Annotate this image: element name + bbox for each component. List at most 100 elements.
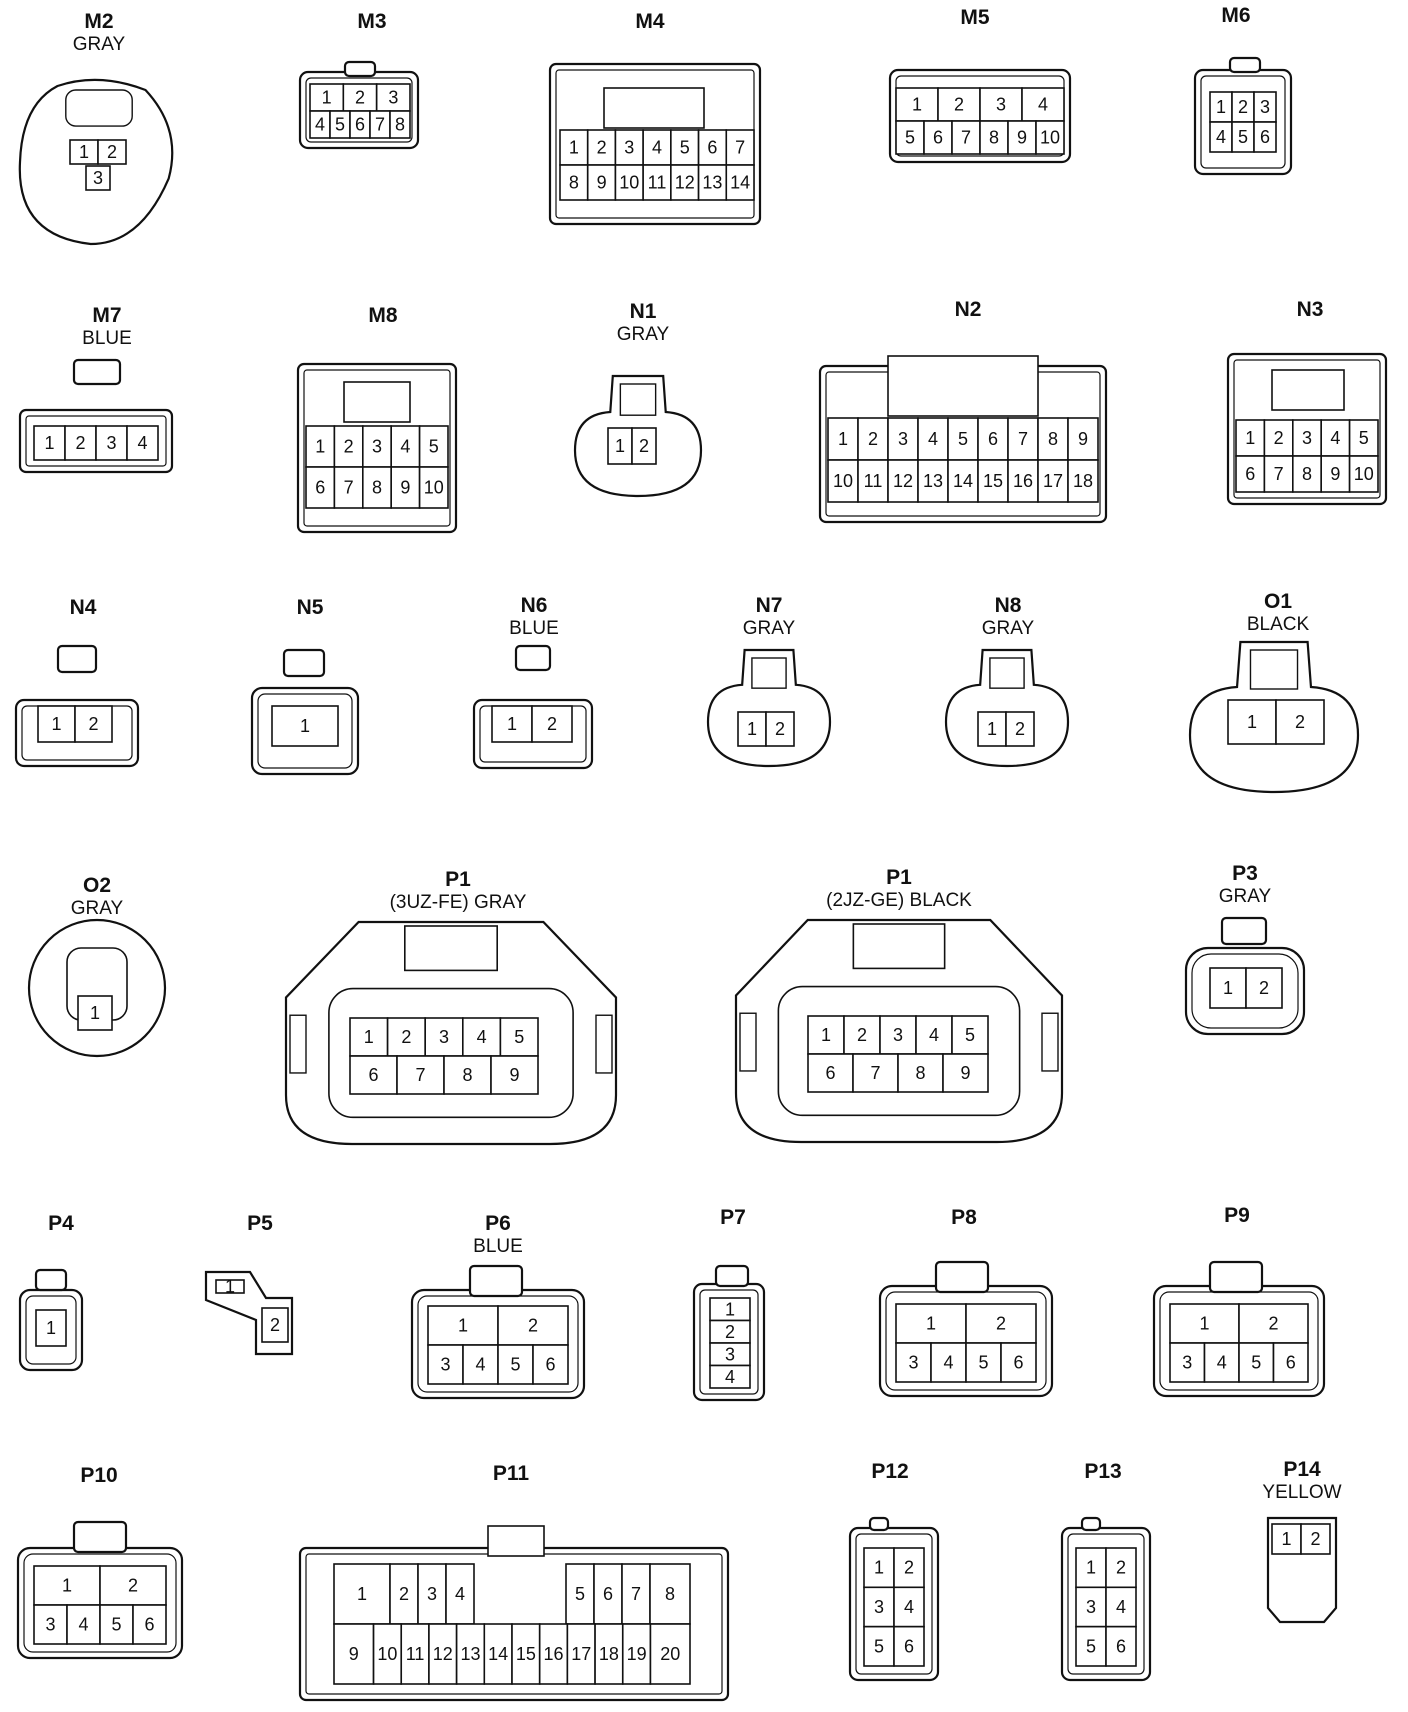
pin-cell xyxy=(1320,455,1351,493)
pin-cell xyxy=(566,1623,596,1685)
connector-name: N6 xyxy=(521,594,548,617)
pin-cell xyxy=(1292,455,1323,493)
pin-number: 1 xyxy=(1199,1314,1209,1334)
pin-number: 2 xyxy=(128,1576,138,1596)
connector-name: P6 xyxy=(485,1212,511,1235)
pin-number: 16 xyxy=(1013,471,1033,491)
p12-latch-tab xyxy=(868,1516,890,1532)
pin-number: 5 xyxy=(978,1353,988,1373)
pin-number: 12 xyxy=(675,173,695,193)
connector-name: P14 xyxy=(1283,1458,1321,1481)
pin-cell xyxy=(1275,699,1325,745)
pin-cell xyxy=(64,425,97,461)
pin-number: 11 xyxy=(406,1644,425,1664)
pin-number: 15 xyxy=(983,471,1003,491)
n3-latch xyxy=(1271,369,1345,411)
pin-cell xyxy=(333,466,364,509)
pin-number: 12 xyxy=(433,1644,453,1664)
pin-cell xyxy=(305,466,336,509)
pin-number: 1 xyxy=(838,429,848,449)
pin-cell xyxy=(765,711,795,747)
connector-name: N3 xyxy=(1297,298,1324,321)
p4-latch-tab xyxy=(34,1268,68,1292)
pin-number: 5 xyxy=(335,115,345,135)
pin-number: 1 xyxy=(725,1299,735,1319)
pin-number: 2 xyxy=(868,429,878,449)
pin-cell xyxy=(697,164,728,201)
pin-cell xyxy=(74,705,113,743)
pin-number: 10 xyxy=(424,478,444,498)
pin-cell xyxy=(1253,121,1277,153)
pin-number: 2 xyxy=(547,714,557,734)
pin-number: 9 xyxy=(509,1065,519,1085)
pin-number: 1 xyxy=(569,138,579,158)
pin-number: 3 xyxy=(1302,428,1312,448)
pin-number: 4 xyxy=(455,1584,465,1604)
pin-number: 5 xyxy=(1359,428,1369,448)
n4-latch-tab xyxy=(56,644,98,674)
connector-color: GRAY xyxy=(743,618,796,639)
pin-cell xyxy=(807,1015,845,1055)
pin-number: 5 xyxy=(1086,1636,1096,1656)
pin-cell xyxy=(937,87,981,122)
pin-number: 5 xyxy=(965,1025,975,1045)
p1b-side-lock-right xyxy=(1041,1012,1059,1072)
pin-number: 2 xyxy=(904,1558,914,1578)
connector-name: N8 xyxy=(995,594,1022,617)
pin-number: 8 xyxy=(372,478,382,498)
pin-number: 4 xyxy=(137,433,147,453)
pin-cell xyxy=(965,1303,1037,1344)
connector-name: P10 xyxy=(80,1464,117,1487)
pin-number: 2 xyxy=(1015,719,1025,739)
pin-number: 8 xyxy=(1302,464,1312,484)
pin-cell xyxy=(511,1623,541,1685)
pin-number: 3 xyxy=(893,1025,903,1045)
pin-cell xyxy=(709,1364,751,1389)
pin-number: 10 xyxy=(1040,128,1060,148)
pin-number: 1 xyxy=(747,719,757,739)
pin-cell xyxy=(1035,120,1065,155)
pin-cell xyxy=(261,1307,289,1343)
pin-cell xyxy=(531,705,573,743)
p3-housing-inner xyxy=(1191,953,1299,1029)
pin-cell xyxy=(565,1563,595,1625)
pin-number: 3 xyxy=(93,168,103,188)
pin-number: 2 xyxy=(1238,97,1248,117)
pin-number: 4 xyxy=(652,138,662,158)
connector-name: M4 xyxy=(635,10,664,33)
pin-number: 4 xyxy=(725,1367,735,1387)
n8-latch xyxy=(989,657,1025,689)
pin-number: 1 xyxy=(1281,1529,1291,1549)
pin-cell xyxy=(697,129,728,166)
connector-name: M6 xyxy=(1221,4,1250,27)
pin-number: 4 xyxy=(475,1355,485,1375)
pin-number: 10 xyxy=(619,173,639,193)
pin-cell xyxy=(1067,459,1099,503)
pin-number: 5 xyxy=(874,1636,884,1656)
pin-number: 5 xyxy=(111,1615,121,1635)
connector-name: P1 xyxy=(445,868,471,891)
connector-name: P7 xyxy=(720,1206,746,1229)
pin-number: 8 xyxy=(462,1065,472,1085)
pin-number: 6 xyxy=(1260,127,1270,147)
pin-cell xyxy=(400,1623,430,1685)
connector-name: P11 xyxy=(493,1462,530,1485)
pin-cell xyxy=(1235,455,1266,493)
pin-number: 5 xyxy=(1238,127,1248,147)
n5-housing-inner xyxy=(257,693,353,769)
pin-number: 6 xyxy=(1116,1636,1126,1656)
pin-number: 5 xyxy=(514,1027,524,1047)
pin-cell xyxy=(33,1565,101,1606)
pin-cell xyxy=(418,425,449,468)
pin-cell xyxy=(951,1015,989,1055)
pin-number: 1 xyxy=(364,1027,374,1047)
